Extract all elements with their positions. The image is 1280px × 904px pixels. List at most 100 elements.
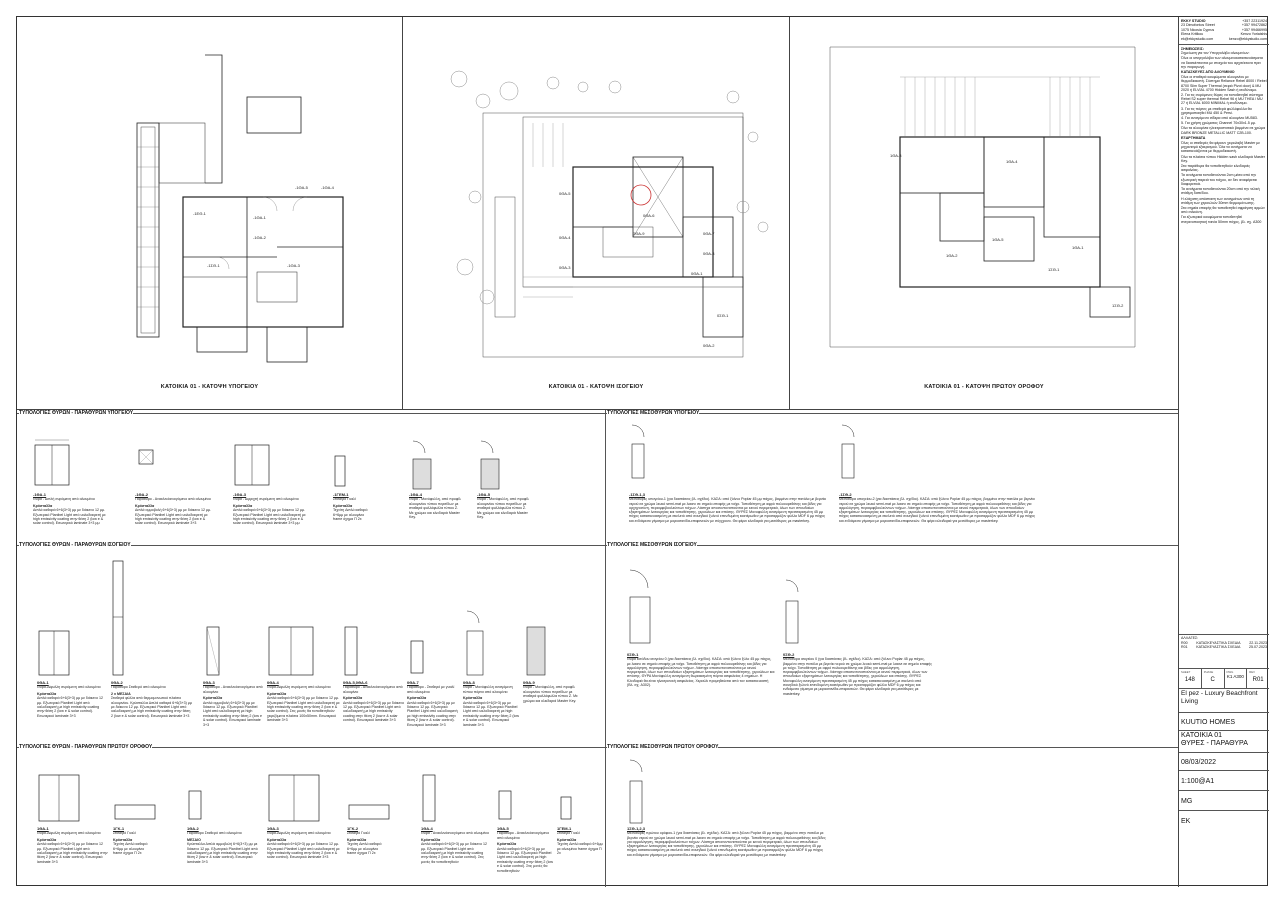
plan-label: -1ΘΑ-4 — [321, 185, 335, 190]
note-item: ΚΑΤΑΣΚΕΥΕΣ ΑΠΟ ΑΛΟΥΜΙΝΙΟ — [1181, 70, 1235, 75]
basement-plan[interactable]: -1ΘΑ-5 -1ΘΑ-4 -1ΘΑ-1 -1ΘΑ-2 -1ΣΘ-1 -1ΘΑ-… — [17, 17, 403, 410]
ground-plan[interactable]: 0ΘΑ-5 0ΘΑ-4 0ΘΑ-3 0ΘΑ-6 0ΘΑ-1 0ΘΑ-7 0ΘΑ-… — [403, 17, 790, 410]
plan-label: 0ΘΑ-9 — [633, 231, 645, 236]
plan-label: 0ΘΑ-4 — [559, 235, 571, 240]
door-elevation-ground-5[interactable] — [343, 617, 363, 679]
first-floor-plan[interactable]: 1ΘΑ-3 1ΘΑ-4 1ΘΑ-5 1ΘΑ-2 1ΘΑ-1 1ΣΘ-1 1ΣΘ-… — [790, 17, 1178, 410]
section-title: ΤΥΠΟΛΟΓΙΕΣ ΘΥΡΩΝ - ΠΑΡΑΘΥΡΩΝ ΥΠΟΓΕΙΟΥ — [19, 410, 134, 416]
checked-by: EK — [1181, 818, 1191, 825]
drawn-by: MG — [1179, 791, 1269, 811]
door-elevation-first-7[interactable] — [497, 787, 517, 823]
drawing-title-line-2: ΘΥΡΕΣ - ΠΑΡΑΘΥΡΑ — [1181, 740, 1248, 747]
notes-heading: ΣΗΜΕΙΩΣΕΙΣ: — [1181, 47, 1204, 51]
revision-label: ΚΑΤΑΣΚΕΥΑΣΤΙΚΑ ΣΧΕΔΙΑ — [1196, 640, 1241, 645]
plan-label: 0ΣΘ-1 — [717, 313, 729, 318]
revision-row: R00 ΚΑΤΑΣΚΕΥΑΣΤΙΚΑ ΣΧΕΔΙΑ 22.11.2023 — [1181, 641, 1267, 646]
door-elevation-first-5[interactable] — [347, 801, 397, 823]
plan-label: 0ΘΑ-6 — [643, 213, 655, 218]
interior-door-ground-1[interactable] — [627, 567, 661, 647]
door-elevation-ground-4[interactable] — [267, 613, 317, 679]
basement-plan-drawing: -1ΘΑ-5 -1ΘΑ-4 -1ΘΑ-1 -1ΘΑ-2 -1ΣΘ-1 -1ΘΑ-… — [136, 54, 344, 363]
door-elevation-basement-1[interactable] — [33, 437, 73, 489]
door-elevation-basement-5[interactable] — [409, 437, 439, 493]
interior-door-basement-2[interactable] — [839, 422, 863, 482]
plan-label: 1ΘΑ-2 — [946, 253, 958, 258]
plan-label: -1ΕΘ-1 — [193, 211, 207, 216]
drawing-date: 08/03/2022 — [1179, 753, 1269, 771]
note-item: Όλες οι σταθερές θα φέρουν χειρολαβή Mas… — [1181, 141, 1260, 154]
revision-date: 22.11.2023 — [1249, 640, 1267, 645]
note-item: Τα ανοίγματα τοποθετούνται 20cm από την … — [1181, 187, 1260, 196]
interior-door-ground-2[interactable] — [783, 577, 807, 647]
section-title: ΤΥΠΟΛΟΓΙΕΣ ΘΥΡΩΝ - ΠΑΡΑΘΥΡΩΝ ΠΡΩΤΟΥ ΟΡΟΦ… — [19, 744, 153, 750]
interior-door-basement-1[interactable] — [629, 422, 653, 482]
plan-label: 0ΘΑ-8 — [703, 251, 715, 256]
note-item: Η ελάχιστη απόσταση των ανοιγμάτων από τ… — [1181, 196, 1255, 205]
door-elevation-ground-8[interactable] — [523, 617, 553, 679]
section-rule — [17, 413, 1178, 414]
revisions-heading: ΑΛΛΑΓΕΣ: — [1181, 636, 1199, 640]
revision-code: R01 — [1181, 645, 1188, 650]
door-elevation-ground-3[interactable] — [205, 617, 225, 679]
plan-label: 1ΘΑ-3 — [890, 153, 902, 158]
studio-email-1[interactable]: ek@ekkystudio.com — [1181, 36, 1214, 41]
note-item: Όλα τα πλαίσια τύπου Hidden sash κλειδαρ… — [1181, 154, 1265, 163]
studio-email-2[interactable]: kenzo@ekkystudio.com — [1228, 36, 1267, 41]
door-elevation-basement-4[interactable] — [333, 442, 353, 490]
door-elevation-first-8[interactable] — [559, 793, 579, 823]
studio-address-1: 23 Dimofontos Street — [1181, 23, 1215, 28]
door-elevation-first-1[interactable] — [37, 765, 83, 825]
studio-phone-2: +357 99472862 — [1241, 23, 1267, 28]
note-item: 2. Για τις συρόμενες θύρες να τοποθετηθε… — [1181, 93, 1264, 106]
door-elevation-basement-6[interactable] — [477, 437, 507, 493]
door-elevation-ground-7[interactable] — [463, 607, 493, 679]
plan-title: ΚΑΤΟΙΚΙΑ 01 - ΚΑΤΟΨΗ ΙΣΟΓΕΙΟΥ — [548, 384, 644, 390]
note-item: Όλοι οι σταθερά κουφώματα αλουμινίου με … — [1181, 75, 1267, 92]
note-item: 4. Για ανοιγόμενα σίδερα από αλουμίνιο M… — [1181, 116, 1258, 121]
door-elevation-first-3[interactable] — [187, 787, 207, 823]
revision-row: R01 ΚΑΤΑΣΚΕΥΑΣΤΙΚΑ ΣΧΕΔΙΑ 25.07.2023 — [1181, 645, 1267, 650]
plan-title: ΚΑΤΟΙΚΙΑ 01 - ΚΑΤΟΨΗ ΠΡΩΤΟΥ ΟΡΟΦΟΥ — [924, 384, 1044, 390]
notes-list: Σημείωση για τον Υπεργολάβο αλουμινίων:Ό… — [1181, 51, 1267, 224]
plan-label: 0ΘΑ-5 — [559, 191, 571, 196]
section-title: ΤΥΠΟΛΟΓΙΕΣ ΜΕΣΟΘΥΡΩΝ ΥΠΟΓΕΙΟΥ — [607, 410, 700, 416]
door-elevation-ground-6[interactable] — [409, 635, 429, 677]
door-elevation-first-6[interactable] — [421, 765, 441, 825]
revision-label: ΚΑΤΑΣΚΕΥΑΣΤΙΚΑ ΣΧΕΔΙΑ — [1196, 645, 1241, 650]
door-elevation-ground-1[interactable] — [37, 607, 73, 679]
door-elevation-first-2[interactable] — [113, 801, 163, 823]
door-elevation-first-4[interactable] — [267, 765, 323, 825]
section-title: ΤΥΠΟΛΟΓΙΕΣ ΜΕΣΟΘΥΡΩΝ ΙΣΟΓΕΙΟΥ — [607, 542, 697, 548]
interior-door-first-1[interactable] — [627, 757, 651, 827]
plan-label: 0ΘΑ-1 — [691, 271, 703, 276]
highlight-marker — [630, 184, 652, 206]
revision-code: R00 — [1181, 640, 1188, 645]
door-elevation-ground-2[interactable] — [111, 557, 131, 679]
door-elevation-basement-3[interactable] — [233, 437, 273, 489]
plan-label: 1ΣΘ-1 — [1048, 267, 1060, 272]
notes-panel: ΣΗΜΕΙΩΣΕΙΣ: Σημείωση για τον Υπεργολάβο … — [1179, 45, 1269, 635]
drawing-sheet: -1ΘΑ-5 -1ΘΑ-4 -1ΘΑ-1 -1ΘΑ-2 -1ΣΘ-1 -1ΘΑ-… — [16, 16, 1269, 887]
project-name: El pez - Luxury Beachfront Living — [1179, 689, 1269, 713]
door-elevation-basement-2[interactable] — [137, 442, 157, 472]
plan-title: ΚΑΤΟΙΚΙΑ 01 - ΚΑΤΟΨΗ ΥΠΟΓΕΙΟΥ — [160, 384, 259, 390]
